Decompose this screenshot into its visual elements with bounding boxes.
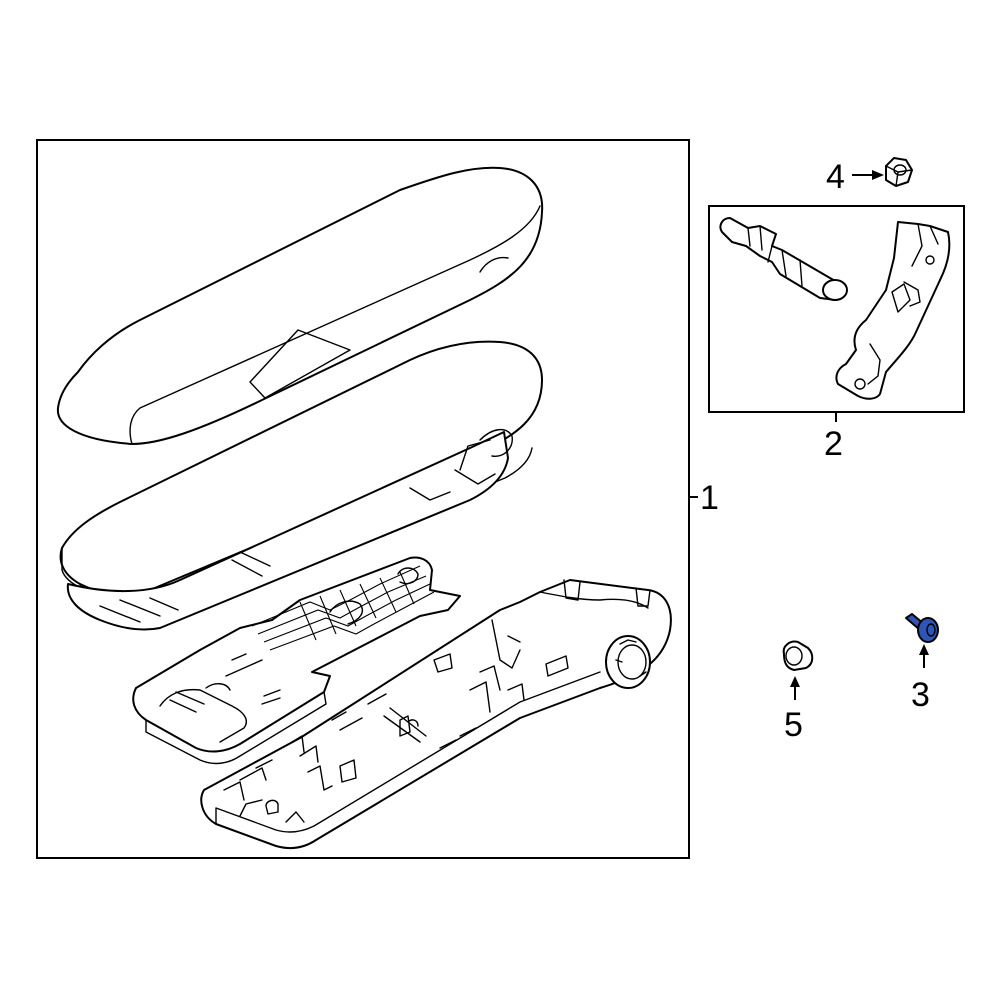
cap-nut[interactable] bbox=[782, 640, 814, 671]
hinge-bracket[interactable] bbox=[835, 221, 951, 400]
callout-5-arrowhead bbox=[790, 676, 800, 687]
armrest-assembly-frame bbox=[36, 139, 690, 859]
callout-4-label: 4 bbox=[826, 158, 845, 196]
callout-4-arrowhead bbox=[872, 170, 884, 180]
armrest-mechanism-plate[interactable] bbox=[132, 556, 461, 765]
callout-1-label: 1 bbox=[700, 479, 719, 517]
callout-3-label: 3 bbox=[911, 676, 930, 714]
callout-2-label: 2 bbox=[824, 425, 843, 463]
armrest-top-cover[interactable] bbox=[56, 166, 544, 445]
hinge-pin[interactable] bbox=[719, 217, 848, 301]
armrest-pad[interactable] bbox=[59, 340, 543, 631]
bolt[interactable] bbox=[905, 613, 939, 643]
hex-nut[interactable] bbox=[885, 157, 913, 187]
callout-5-label: 5 bbox=[784, 706, 803, 744]
callout-3-arrowhead bbox=[919, 644, 929, 655]
armrest-base-housing[interactable] bbox=[200, 579, 672, 849]
